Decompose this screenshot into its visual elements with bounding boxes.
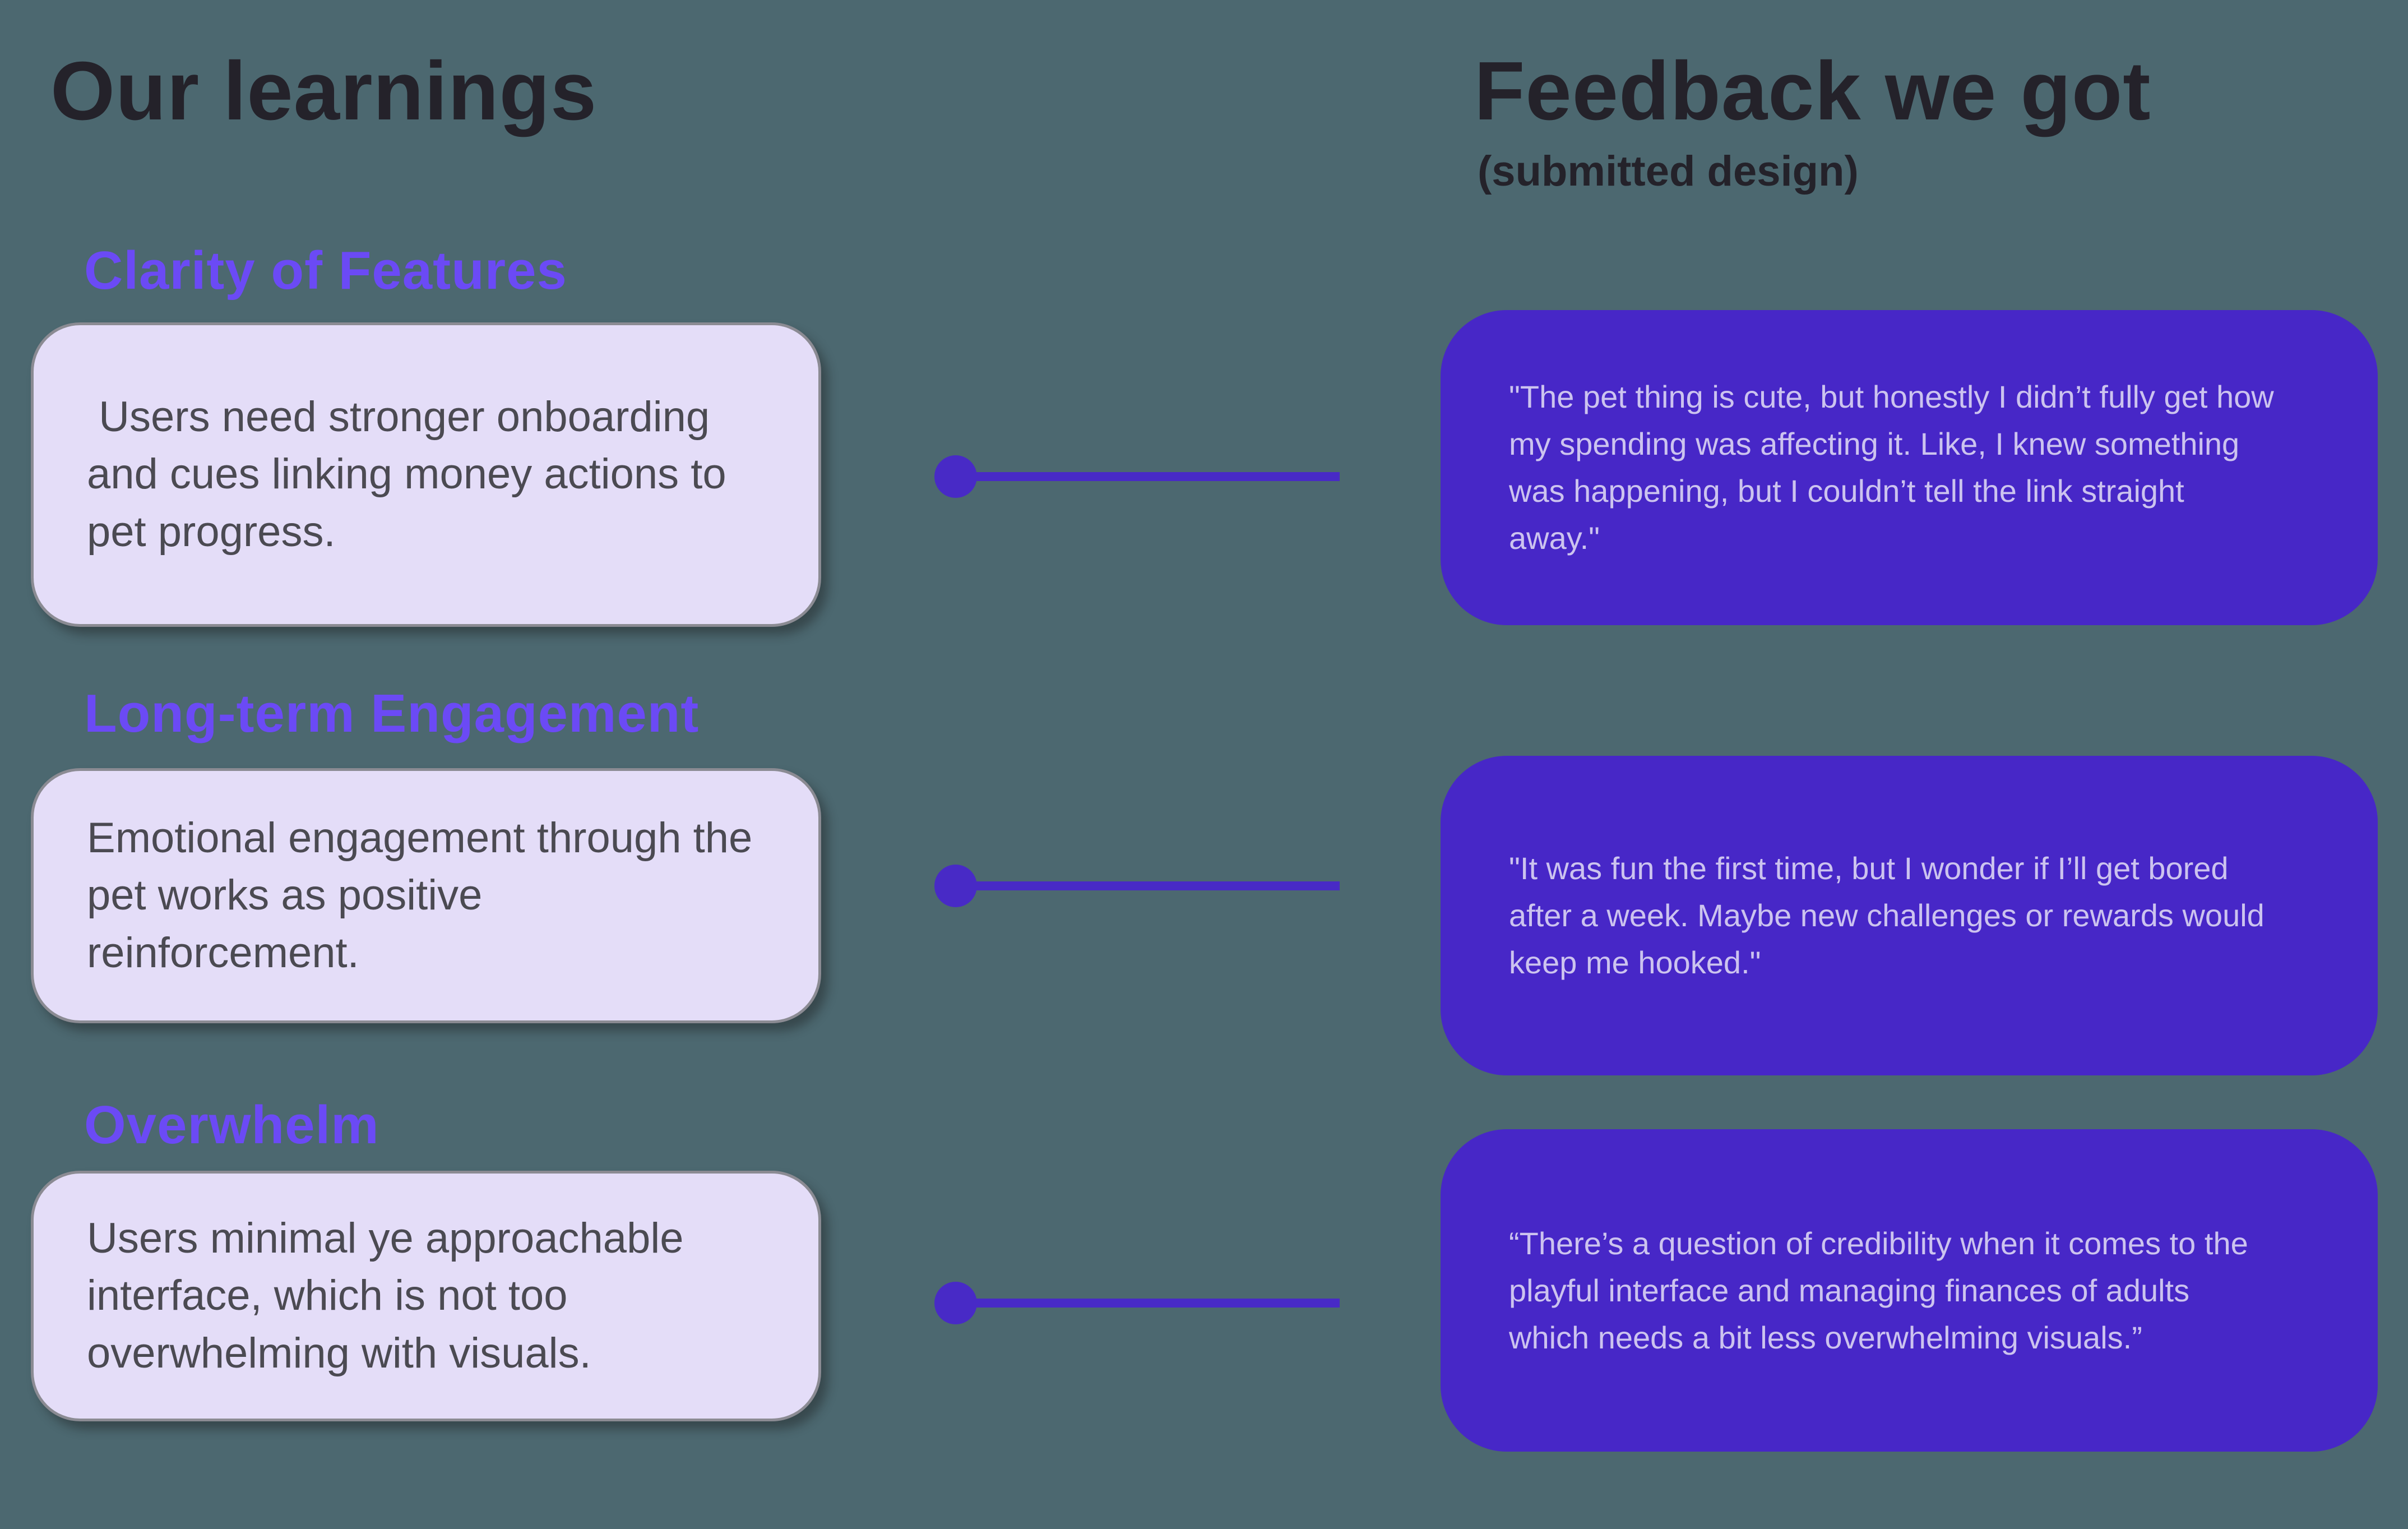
learning-card-text: Users need stronger onboarding and cues … [87, 392, 738, 556]
left-column-title: Our learnings [50, 45, 598, 137]
right-column-title: Feedback we got [1474, 45, 2151, 137]
feedback-card: “There’s a question of credibility when … [1441, 1129, 2378, 1452]
feedback-quote: "The pet thing is cute, but honestly I d… [1509, 379, 2274, 556]
connector-line [956, 472, 1340, 481]
learning-card-text: Users minimal ye approachable interface,… [87, 1214, 696, 1377]
learning-card-text: Emotional engagement through the pet wor… [87, 814, 765, 977]
feedback-quote: "It was fun the first time, but I wonder… [1509, 851, 2265, 980]
connector-line [956, 1299, 1340, 1308]
connector-line [956, 881, 1340, 890]
feedback-card: "The pet thing is cute, but honestly I d… [1441, 310, 2378, 625]
right-column-subtitle: (submitted design) [1478, 147, 1859, 195]
feedback-quote: “There’s a question of credibility when … [1509, 1225, 2248, 1355]
section-heading-overwhelm: Overwhelm [84, 1095, 379, 1155]
feedback-card: "It was fun the first time, but I wonder… [1441, 756, 2378, 1075]
learning-card: Users need stronger onboarding and cues … [31, 322, 821, 627]
section-heading-long-term-engagement: Long-term Engagement [84, 683, 700, 743]
learning-card: Users minimal ye approachable interface,… [31, 1171, 821, 1421]
learning-card: Emotional engagement through the pet wor… [31, 768, 821, 1023]
section-heading-clarity-of-features: Clarity of Features [84, 241, 567, 301]
